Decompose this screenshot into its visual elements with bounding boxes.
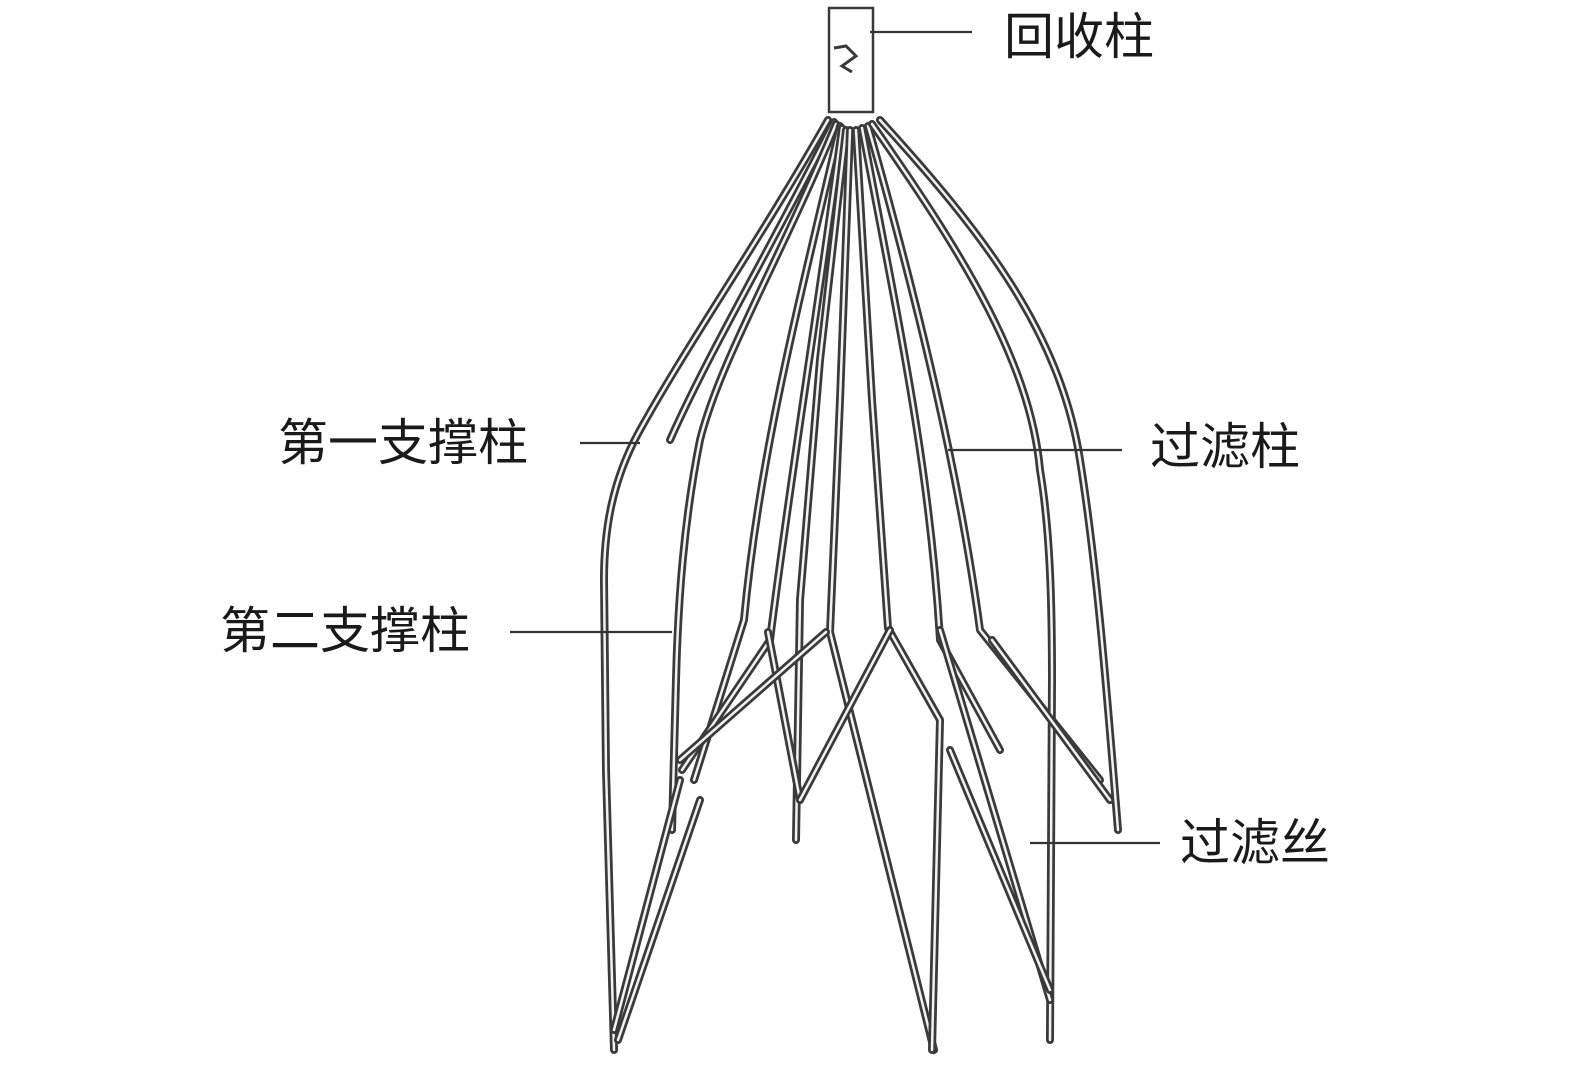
filter-wire-cross-2-highlight	[678, 630, 828, 762]
wire-filter-column-right-highlight	[870, 122, 1054, 1042]
wire-center-highlight	[828, 128, 936, 1052]
wire-first-support-left-highlight	[602, 118, 830, 1052]
wire-right-strand-b-highlight	[866, 124, 1102, 782]
filter-wire-cross-6-highlight	[612, 778, 682, 1032]
filter-wires	[600, 116, 1122, 1054]
filter-wire-cross-8-highlight	[990, 638, 1112, 802]
filter-wire-cross-1-highlight	[766, 630, 802, 802]
label-filter-wire: 过滤丝	[1180, 814, 1330, 872]
wire-first-support-left	[600, 116, 832, 1054]
wire-left-strand-a-highlight	[692, 124, 842, 782]
wire-right-strand-a	[858, 124, 1004, 754]
wire-center-left-highlight	[794, 128, 848, 842]
label-second-support-column: 第二支撑柱	[220, 602, 470, 660]
label-first-support-column: 第一支撑柱	[278, 414, 528, 472]
wire-second-support-left-highlight	[670, 122, 838, 832]
filter-wire-cross-5-highlight	[948, 748, 1052, 992]
filter-wire-cross-7-highlight	[616, 798, 702, 1042]
wire-outer-right-highlight	[878, 118, 1120, 832]
label-recovery-column: 回收柱	[1004, 8, 1154, 66]
leader-lines	[510, 30, 1160, 845]
recovery-post	[827, 6, 875, 114]
filter-wire-cross-3-highlight	[798, 628, 892, 802]
wire-left-strand-b-highlight	[680, 126, 844, 772]
wire-right-strand-a-highlight	[860, 126, 1002, 752]
label-filter-column: 过滤柱	[1150, 418, 1300, 476]
wire-first-support-left-inner-highlight	[668, 120, 836, 442]
wire-right-strand-b	[864, 122, 1104, 784]
